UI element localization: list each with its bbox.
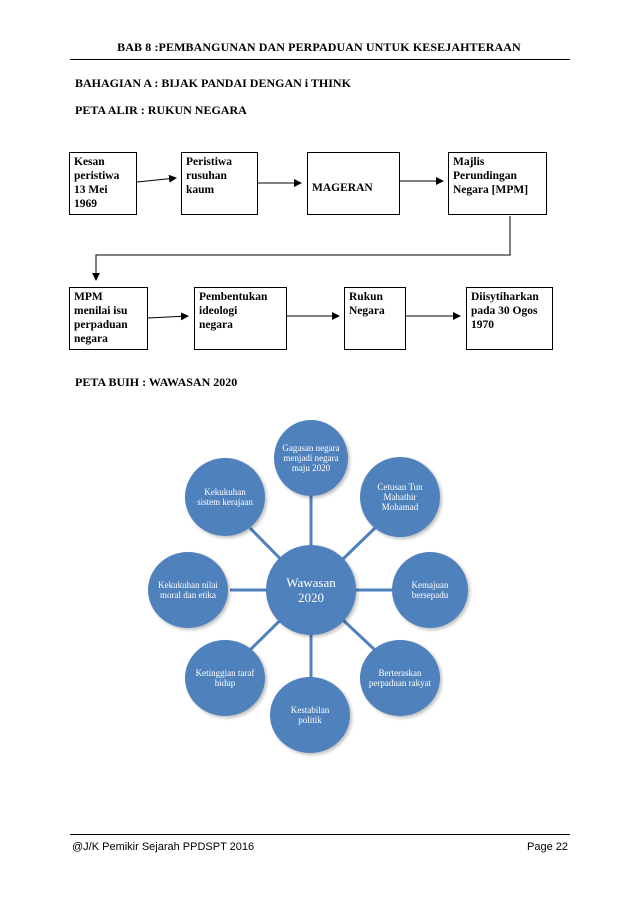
footer-source: @J/K Pemikir Sejarah PPDSPT 2016 xyxy=(72,841,255,853)
box-line: Rukun xyxy=(349,291,383,303)
arrow-1 xyxy=(136,174,177,183)
box-line: Perundingan xyxy=(453,170,517,182)
box-line: Negara [MPM] xyxy=(453,184,529,196)
flow-box-rukun-negara: Rukun Negara xyxy=(344,287,406,350)
bubble-kestabilan-politik: Kestabilan politik xyxy=(270,677,350,753)
box-line: Majlis xyxy=(453,156,485,168)
box-line: negara xyxy=(199,319,233,331)
bubble-map-title: PETA BUIH : WAWASAN 2020 xyxy=(75,375,238,389)
box-line: rusuhan xyxy=(186,170,227,182)
box-line: Pembentukan xyxy=(199,291,268,303)
bubble-ketinggian-taraf-hidup: Ketinggian taraf hidup xyxy=(185,640,265,716)
box-line: kaum xyxy=(186,184,215,196)
bubble-center-wawasan: Wawasan 2020 xyxy=(266,545,356,635)
arrow-4 xyxy=(147,312,189,321)
flow-box-diisytiharkan: Diisytiharkan pada 30 Ogos 1970 xyxy=(466,287,553,350)
flow-box-kesan-peristiwa: Kesan peristiwa 13 Mei 1969 xyxy=(69,152,137,215)
box-line: MPM xyxy=(74,291,103,303)
wrap-connector xyxy=(92,216,511,281)
box-line: ideologi xyxy=(199,305,238,317)
bubble-kekukuhan-nilai-moral: Kekukuhan nilai moral dan etika xyxy=(148,552,228,628)
box-line: 1969 xyxy=(74,198,97,210)
box-line: Peristiwa xyxy=(186,156,232,168)
section-title: BAHAGIAN A : BIJAK PANDAI DENGAN i THINK xyxy=(75,76,351,90)
footer-divider xyxy=(70,834,570,835)
box-line: menilai isu xyxy=(74,305,128,317)
bubble-berteraskan-perpaduan: Berteraskan perpaduan rakyat xyxy=(360,640,440,716)
flow-box-majlis-perundingan: Majlis Perundingan Negara [MPM] xyxy=(448,152,547,215)
box-line: pada 30 Ogos xyxy=(471,305,538,317)
flow-box-mageran: MAGERAN xyxy=(307,152,400,215)
document-header: BAB 8 :PEMBANGUNAN DAN PERPADUAN UNTUK K… xyxy=(117,40,521,54)
box-line: Negara xyxy=(349,305,385,317)
bubble-kemajuan-bersepadu: Kemajuan bersepadu xyxy=(392,552,468,628)
flow-box-peristiwa-rusuhan: Peristiwa rusuhan kaum xyxy=(181,152,258,215)
box-line: Kesan xyxy=(74,156,105,168)
page-number: Page 22 xyxy=(527,841,568,853)
bubble-kekukuhan-sistem-kerajaan: Kekukuhan sistem kerajaan xyxy=(185,458,265,536)
flow-map-title: PETA ALIR : RUKUN NEGARA xyxy=(75,103,247,117)
box-line: perpaduan xyxy=(74,319,128,331)
header-divider xyxy=(70,59,570,60)
box-line: 1970 xyxy=(471,319,494,331)
bubble-cetusan-tun-mahathir: Cetusan Tun Mahathir Mohamad xyxy=(360,457,440,537)
flow-box-mpm-menilai: MPM menilai isu perpaduan negara xyxy=(69,287,148,350)
bubble-gagasan: Gagasan negara menjadi negara maju 2020 xyxy=(274,420,348,496)
box-line: MAGERAN xyxy=(312,182,373,194)
box-line: negara xyxy=(74,333,108,345)
box-line: peristiwa xyxy=(74,170,120,182)
box-line: Diisytiharkan xyxy=(471,291,539,303)
flow-box-pembentukan-ideologi: Pembentukan ideologi negara xyxy=(194,287,287,350)
box-line: 13 Mei xyxy=(74,184,108,196)
